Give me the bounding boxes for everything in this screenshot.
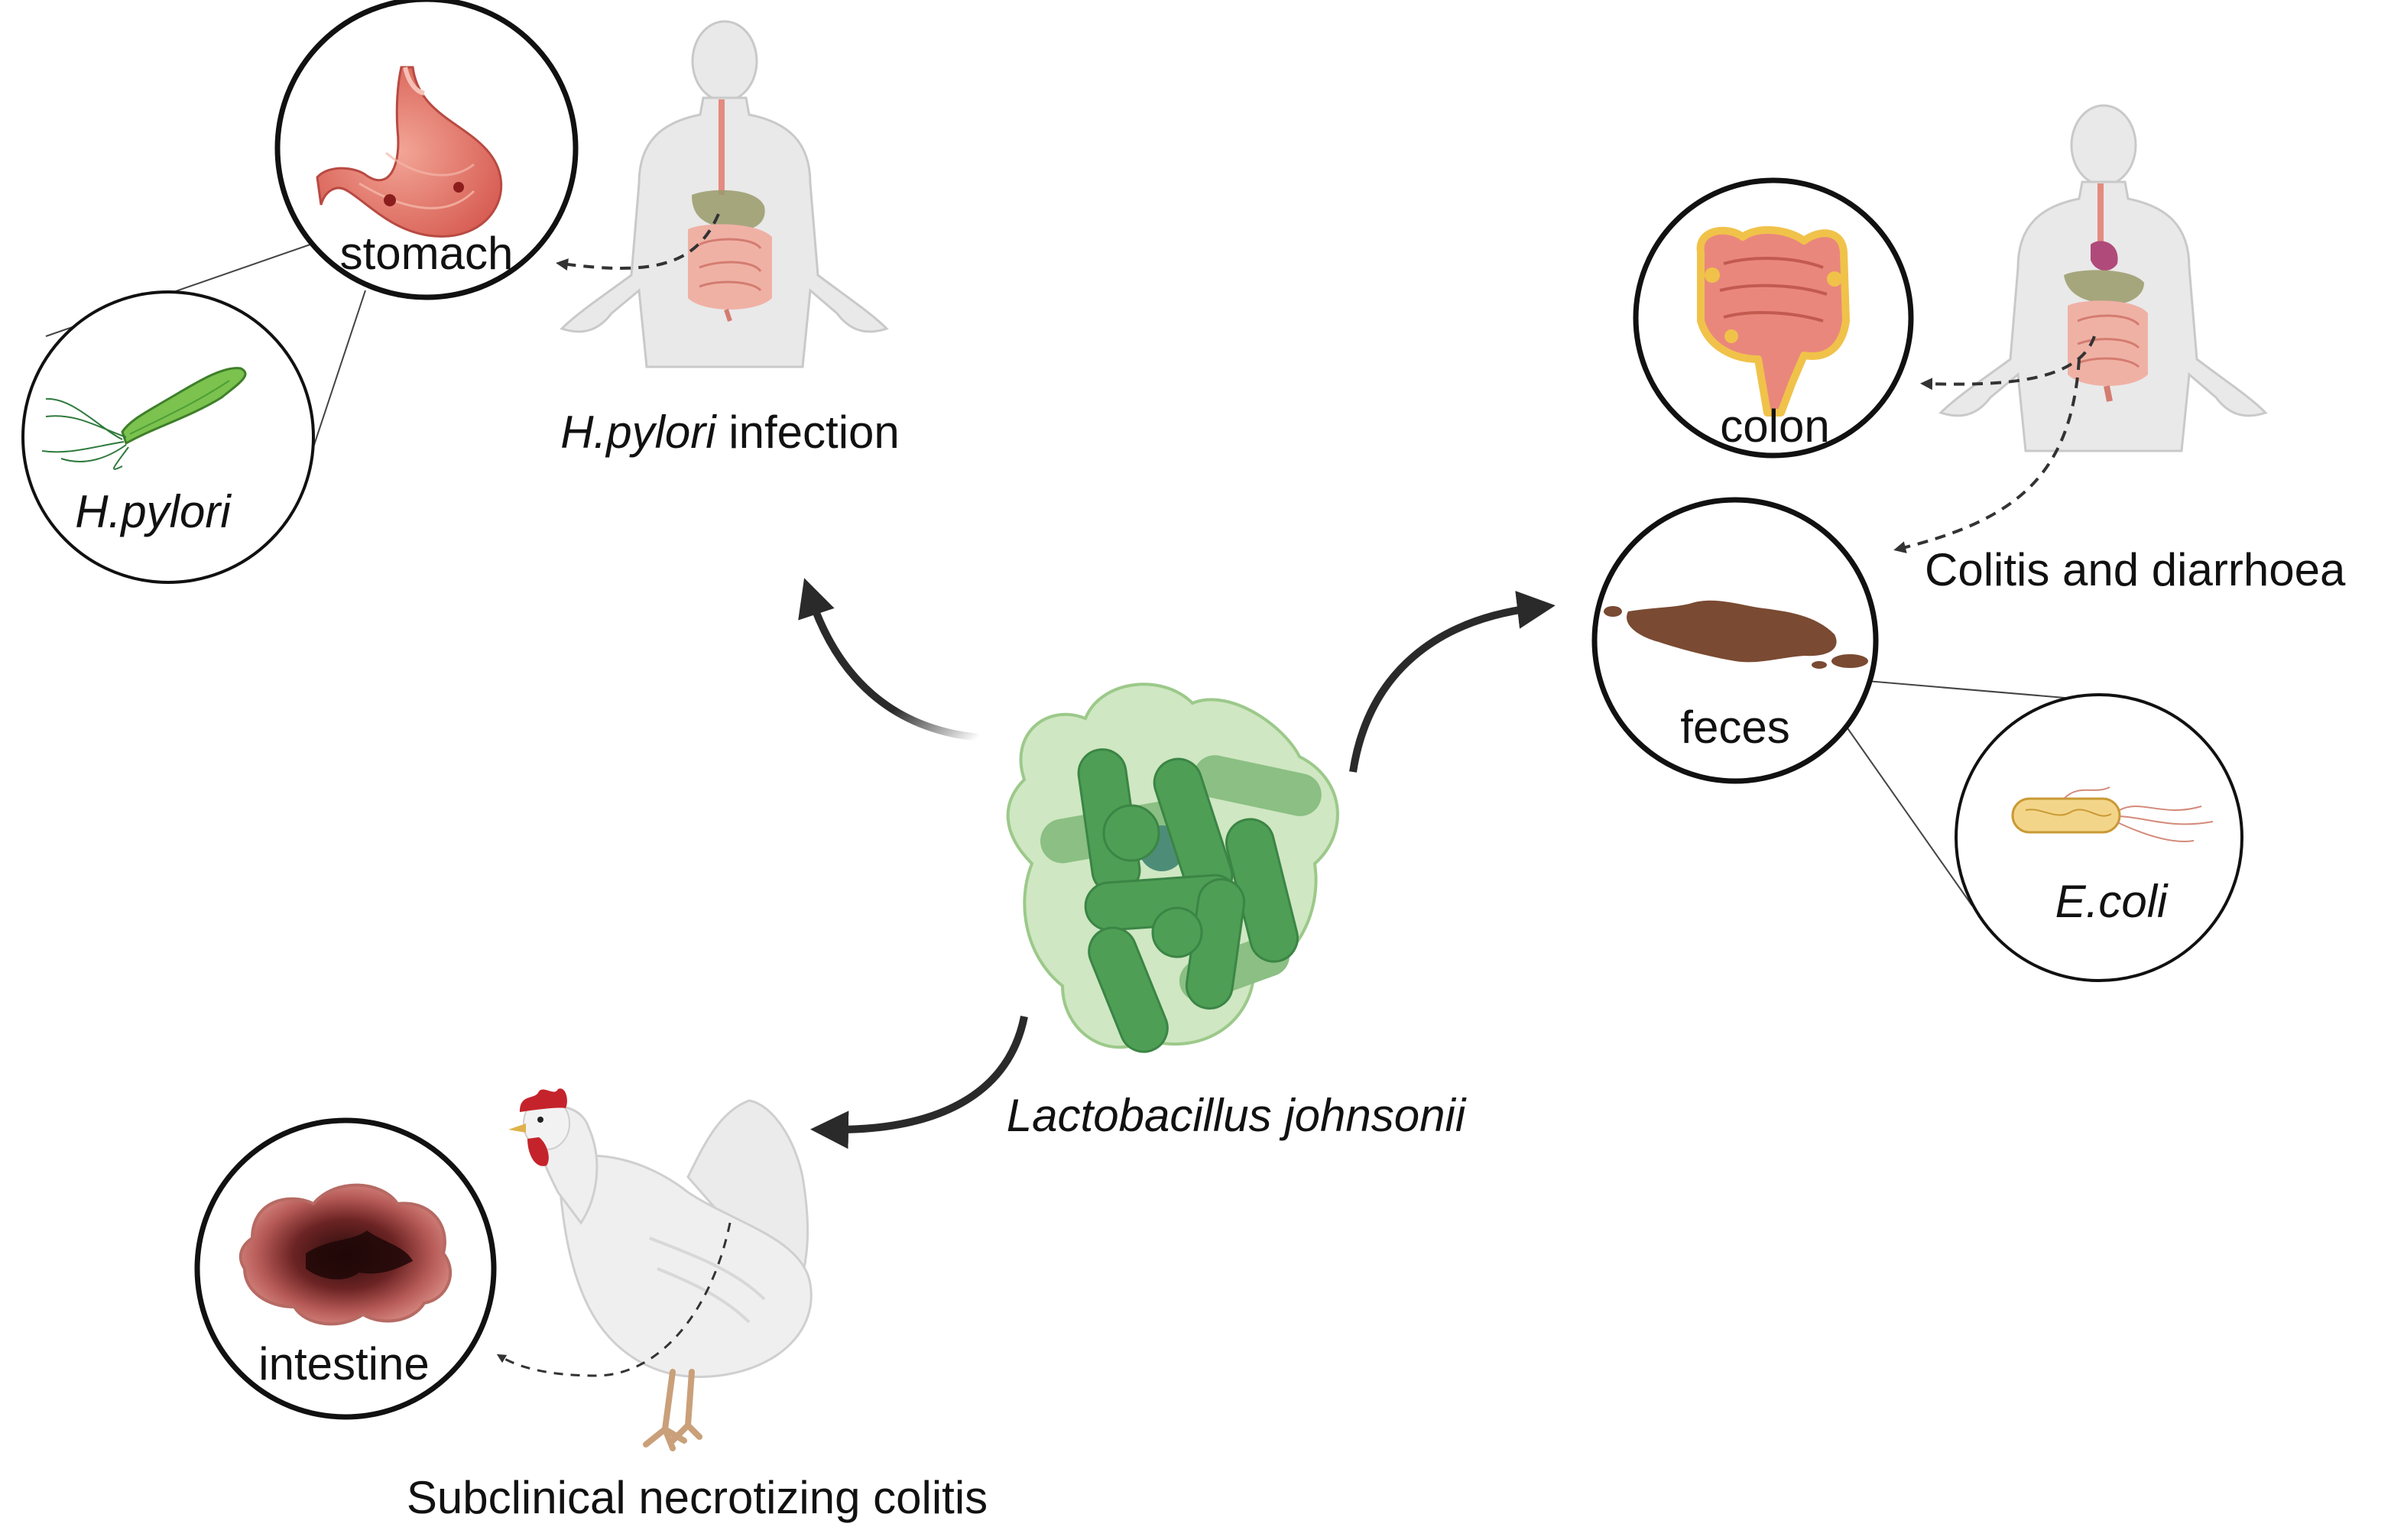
necrotizing-condition-label: Subclinical necrotizing colitis [407,1472,988,1523]
stomach-icon [316,66,503,238]
intestine-lesion-icon [238,1183,452,1326]
stomach-label: stomach [340,228,514,279]
colitis-condition-label: Colitis and diarrhoea [1925,544,2346,595]
intestine-circle: intestine [194,1117,497,1420]
hpylori-condition-label: H.pylori infection [560,407,900,458]
dashed-arrow-to-stomach [556,213,720,271]
necrotizing-panel: intestine Subclinical ne [194,1088,988,1523]
dashed-arrow-to-intestine [496,1222,732,1377]
dashed-arrow-to-colon [1920,336,2096,391]
hpylori-pathogen-label: H.pylori [75,486,232,537]
feces-label: feces [1680,702,1789,753]
colon-circle: colon [1633,177,1914,459]
lactobacillus-cluster-icon [1006,682,1339,1053]
ecoli-circle: E.coli [1955,693,2243,982]
ecoli-bacterium-icon [2011,786,2214,842]
colon-icon [1696,225,1850,417]
hpylori-bacterium-icon [41,367,247,470]
feces-circle: feces [1591,497,1879,784]
colitis-panel: colon feces E.coli [1591,104,2346,982]
arrow-to-necrotizing [810,1016,1028,1149]
colon-label: colon [1720,400,1829,452]
zoom-connector [1845,725,1973,906]
arrow-to-hpylori [798,578,979,741]
zoom-connector [309,290,366,459]
stomach-circle: stomach [274,0,579,300]
human-body-icon [1938,104,2268,452]
feces-icon [1604,600,1868,669]
ecoli-pathogen-label: E.coli [2055,876,2169,927]
hpylori-condition-italic: H.pylori [560,407,717,458]
dashed-arrow-to-feces [1893,358,2081,553]
human-body-icon [560,20,889,368]
hpylori-panel: stomach H.pylori [21,0,900,584]
chicken-icon [508,1088,813,1451]
hpylori-condition-rest: infection [716,407,900,458]
zoom-connector [1830,677,2110,702]
lactobacillus-label: Lactobacillus johnsonii [1007,1090,1467,1141]
intestine-label: intestine [258,1338,429,1389]
arrow-to-colitis [1349,591,1556,773]
hpylori-bacterium-circle: H.pylori [21,290,315,584]
